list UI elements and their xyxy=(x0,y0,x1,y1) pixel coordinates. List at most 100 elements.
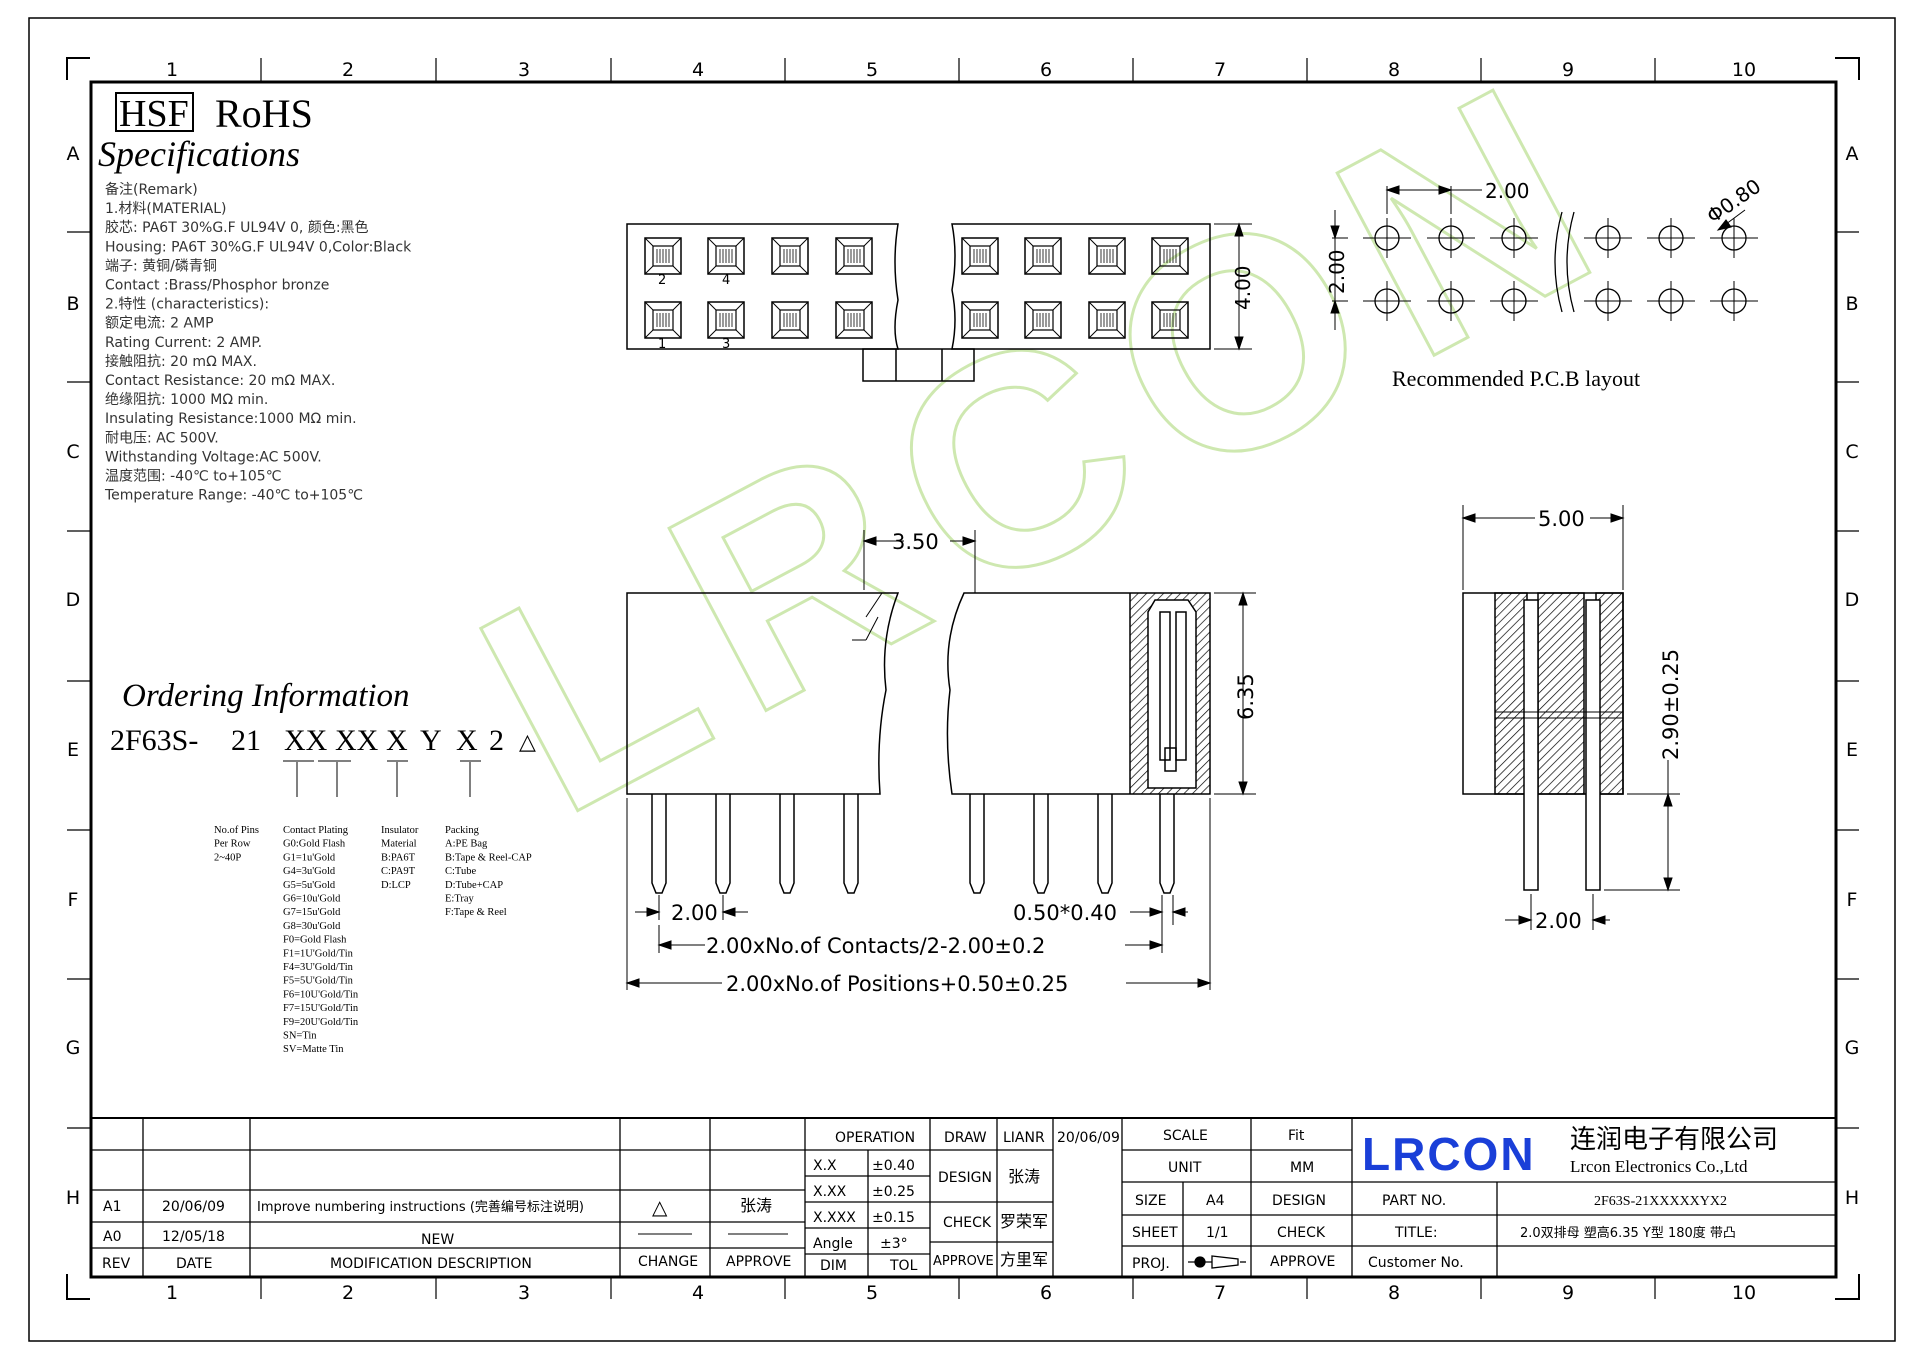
ordering-warning-icon: △ xyxy=(519,730,536,755)
pin-label-3: 3 xyxy=(722,337,730,352)
rev-a1: A1 xyxy=(103,1199,121,1215)
top-contact-cell xyxy=(1024,301,1062,339)
part-no-label: PART NO. xyxy=(1382,1193,1446,1209)
top-contact-cell xyxy=(961,237,999,275)
zone-row-right-G: G xyxy=(1845,1037,1860,1059)
tol-operation: OPERATION xyxy=(835,1130,915,1146)
side-pitch-dim: 2.00 xyxy=(1535,909,1582,933)
proj-label: PROJ. xyxy=(1132,1256,1170,1272)
tol-row4-dim: Angle xyxy=(813,1236,853,1252)
pcb-break-2 xyxy=(1566,211,1575,313)
top-view-body-left xyxy=(626,223,900,350)
ordering-legend-plating: Contact Plating xyxy=(283,825,349,836)
remark-line: 备注(Remark) xyxy=(105,181,198,198)
remark-line: 胶芯: PA6T 30%G.F UL94V 0, 颜色:黑色 xyxy=(105,219,369,236)
remarks-block: 备注(Remark)1.材料(MATERIAL)胶芯: PA6T 30%G.F … xyxy=(104,181,412,504)
pcb-hole xyxy=(1427,218,1475,258)
remark-line: 额定电流: 2 AMP xyxy=(105,316,214,332)
zone-row-right-F: F xyxy=(1847,889,1858,911)
remark-line: Insulating Resistance:1000 MΩ min. xyxy=(105,411,357,427)
ordering-code-part: 21 xyxy=(231,724,261,757)
ordering-legend-pins: No.of Pins xyxy=(214,825,259,836)
watermark-text: LRCON xyxy=(432,9,1664,877)
watermark: LRCON xyxy=(431,7,1666,878)
remark-line: 端子: 黄铜/磷青铜 xyxy=(105,257,217,274)
ordering-code-part: X xyxy=(456,724,478,757)
front-formula-positions: 2.00xNo.of Positions+0.50±0.25 xyxy=(726,972,1068,996)
remark-line: 2.特性 (characteristics): xyxy=(105,297,269,313)
zone-row-left-D: D xyxy=(66,589,81,611)
pcb-hole xyxy=(1584,281,1632,321)
rev-a0: A0 xyxy=(103,1229,121,1245)
zone-col-top-2: 2 xyxy=(342,59,354,81)
zone-col-bottom-5: 5 xyxy=(866,1282,878,1304)
sheet-border xyxy=(28,17,1896,1342)
top-view-key xyxy=(862,348,975,382)
title-value: 2.0双排母 塑高6.35 Y型 180度 带凸 xyxy=(1520,1225,1736,1241)
rohs-label: RoHS xyxy=(215,91,313,136)
ordering-legend-plating: SV=Matte Tin xyxy=(283,1044,344,1055)
ordering-legend-packing: E:Tray xyxy=(445,894,475,905)
tol-dim: DIM xyxy=(820,1258,847,1274)
remark-line: Rating Current: 2 AMP. xyxy=(105,335,262,351)
zone-col-top-8: 8 xyxy=(1388,59,1400,81)
ordering-code-part: XX xyxy=(335,724,379,757)
pcb-hole xyxy=(1490,218,1538,258)
top-contact-cell xyxy=(961,301,999,339)
front-offset-dim: 3.50 xyxy=(892,530,939,554)
zone-row-right-B: B xyxy=(1845,293,1858,315)
zone-row-left-E: E xyxy=(67,739,79,761)
zone-col-bottom-10: 10 xyxy=(1732,1282,1756,1304)
pin-label-2: 2 xyxy=(658,273,666,288)
tol-row3-val: ±0.15 xyxy=(872,1210,915,1226)
top-contact-cell xyxy=(771,301,809,339)
company-block: LRCON 连润电子有限公司 Lrcon Electronics Co.,Ltd xyxy=(1362,1125,1778,1180)
pcb-holes xyxy=(1363,218,1758,321)
ordering-legend-plating: G8=30u'Gold xyxy=(283,921,341,932)
ordering-code-part: 2F63S- xyxy=(110,724,198,757)
pcb-pitch-label: 2.00 xyxy=(1485,179,1530,203)
tol-row2-dim: X.XX xyxy=(813,1184,847,1200)
rev-header-change: CHANGE xyxy=(638,1254,698,1270)
pcb-caption: Recommended P.C.B layout xyxy=(1392,366,1640,391)
top-view-height-dim: 4.00 xyxy=(1231,265,1255,310)
pin-label-4: 4 xyxy=(722,273,730,288)
zone-col-top-4: 4 xyxy=(692,59,704,81)
side-view xyxy=(1461,505,1680,930)
ordering-legend-plating: G0:Gold Flash xyxy=(283,839,346,850)
zone-col-top-9: 9 xyxy=(1562,59,1574,81)
ordering-legend-insulator: D:LCP xyxy=(381,880,411,891)
ordering-legend-packing: C:Tube xyxy=(445,866,476,877)
zone-row-right-C: C xyxy=(1845,441,1858,463)
ordering-code-part: Y xyxy=(420,724,442,757)
sign-approve-name: 方里军 xyxy=(1000,1250,1048,1269)
ordering-code-part: X xyxy=(386,724,408,757)
ordering-legend-packing: F:Tape & Reel xyxy=(445,907,507,918)
remark-line: Temperature Range: -40℃ to+105℃ xyxy=(104,488,363,504)
zone-row-left-C: C xyxy=(66,441,79,463)
front-pin-size-dim: 0.50*0.40 xyxy=(1013,901,1117,925)
ordering-legend-packing: B:Tape & Reel-CAP xyxy=(445,852,532,863)
sheet-value: 1/1 xyxy=(1206,1225,1229,1241)
top-contact-cell xyxy=(1151,301,1189,339)
rev-a1-change: △ xyxy=(652,1195,668,1219)
remark-line: Contact :Brass/Phosphor bronze xyxy=(105,278,329,294)
sign-design: DESIGN xyxy=(938,1170,992,1186)
remark-line: Contact Resistance: 20 mΩ MAX. xyxy=(105,373,335,389)
front-contact-spring xyxy=(1159,611,1187,761)
zone-col-top-6: 6 xyxy=(1040,59,1052,81)
top-contact-cell xyxy=(771,237,809,275)
remark-line: 绝缘阻抗: 1000 MΩ min. xyxy=(105,392,268,408)
sign-draw-name: LIANR xyxy=(1003,1130,1045,1146)
corner-marks xyxy=(66,57,1860,1300)
top-contact-cell xyxy=(1088,237,1126,275)
pcb-hole xyxy=(1363,281,1411,321)
front-pin xyxy=(843,794,859,894)
front-view xyxy=(625,530,1256,990)
ordering-legend-packing: Packing xyxy=(445,825,480,836)
ordering-legend-plating: F7=15U'Gold/Tin xyxy=(283,1003,359,1014)
size-value: A4 xyxy=(1206,1193,1225,1209)
ordering-legend-plating: G7=15u'Gold xyxy=(283,907,341,918)
zone-col-bottom-1: 1 xyxy=(166,1282,178,1304)
